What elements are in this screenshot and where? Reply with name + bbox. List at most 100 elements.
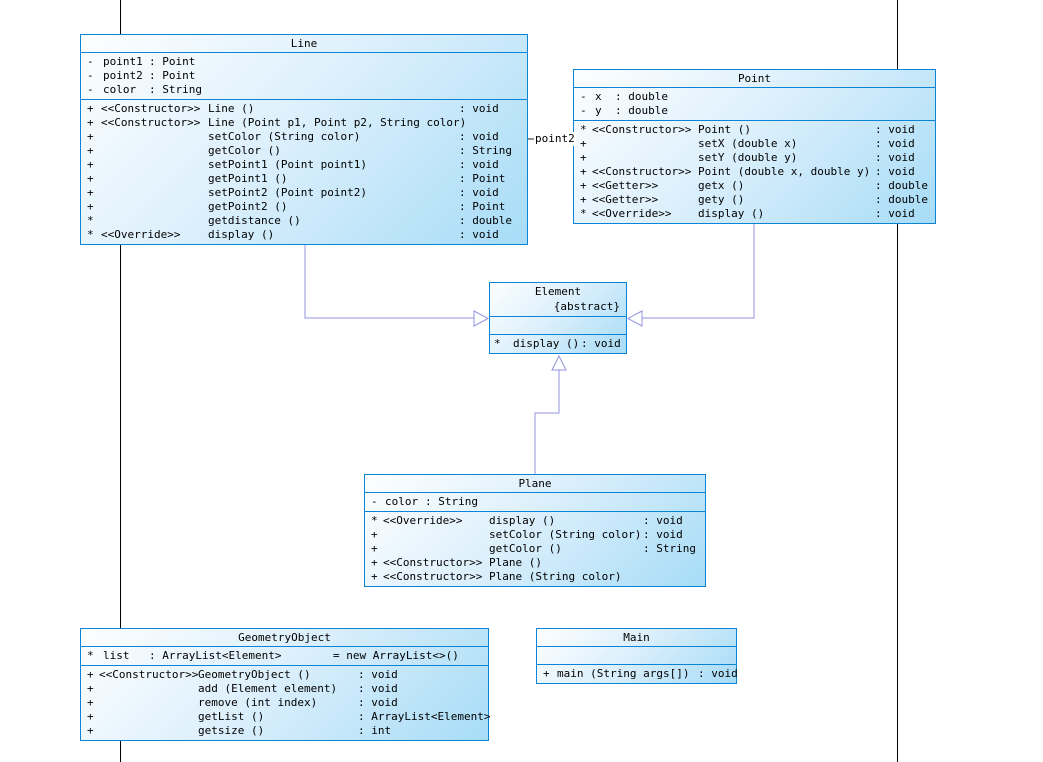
generalization-line-point-element (642, 219, 755, 319)
method-row: +main (String args[]): void (537, 667, 738, 681)
method-vis: + (87, 696, 94, 709)
method-ret: : String (643, 542, 696, 555)
attributes-section: *list: ArrayList<Element>= new ArrayList… (81, 647, 488, 666)
method-ret: : int (358, 724, 392, 737)
method-stereo (383, 528, 489, 542)
attribute-row: -color: String (81, 83, 527, 97)
method-name: display () (489, 514, 556, 527)
method-stereo (99, 724, 198, 738)
method-name: Plane (String color) (489, 570, 622, 583)
method-ret: : void (459, 130, 499, 143)
class-box-line[interactable]: Line -point1: Point-point2: Point-color:… (80, 34, 528, 245)
method-vis: * (580, 207, 587, 220)
method-vis: + (580, 137, 587, 150)
attr-vis: - (580, 90, 587, 103)
methods-section: +<<Constructor>>GeometryObject (): void+… (81, 666, 490, 740)
method-stereo (101, 186, 208, 200)
method-row: +getList (): ArrayList<Element> (81, 710, 490, 724)
method-vis: + (87, 668, 94, 681)
method-row: +getColor (): String (365, 542, 705, 556)
method-ret: : double (459, 214, 512, 227)
method-row: +setPoint2 (Point point2): void (81, 186, 527, 200)
association-role-label: point2 (534, 132, 576, 146)
method-stereo: <<Override>> (592, 207, 672, 220)
method-ret: : void (581, 337, 621, 350)
method-name: getdistance () (208, 214, 301, 227)
method-vis: + (87, 172, 94, 185)
method-ret: : void (358, 696, 398, 709)
method-name: getPoint1 () (208, 172, 288, 185)
method-row: *display (): void (490, 337, 626, 351)
method-row: +setPoint1 (Point point1): void (81, 158, 527, 172)
method-name: Point (double x, double y) (698, 165, 871, 178)
method-stereo: <<Constructor>> (99, 668, 199, 681)
method-vis: + (371, 528, 378, 541)
attr-name: x (595, 90, 602, 103)
methods-section: *<<Constructor>>Point (): void+setX (dou… (574, 121, 935, 223)
method-ret: : double (875, 193, 928, 206)
class-title: Point (574, 70, 935, 88)
attr-vis: * (87, 649, 94, 662)
attr-name: y (595, 104, 602, 117)
method-stereo (101, 144, 208, 158)
method-stereo (101, 130, 208, 144)
class-box-element[interactable]: Element {abstract} *display (): void (489, 282, 627, 354)
method-vis: + (543, 667, 550, 680)
method-name: setY (double y) (698, 151, 798, 164)
method-vis: * (87, 228, 94, 241)
method-vis: + (580, 179, 587, 192)
method-stereo: <<Constructor>> (101, 102, 201, 115)
method-stereo (592, 137, 698, 151)
method-name: setColor (String color) (208, 130, 361, 143)
class-box-main[interactable]: Main +main (String args[]): void (536, 628, 738, 684)
class-box-geometryobject[interactable]: GeometryObject *list: ArrayList<Element>… (80, 628, 490, 741)
attr-type: : double (615, 90, 668, 103)
method-row: +<<Constructor>>Point (double x, double … (574, 165, 935, 179)
method-ret: : void (875, 207, 915, 220)
attr-name: point1 (103, 55, 143, 68)
attr-init: = new ArrayList<>() (333, 649, 459, 662)
method-row: +<<Constructor>>GeometryObject (): void (81, 668, 488, 682)
method-vis: + (87, 158, 94, 171)
method-ret: : void (643, 528, 683, 541)
attr-init (195, 55, 527, 69)
method-name: GeometryObject () (198, 668, 311, 681)
method-vis: + (87, 116, 94, 129)
method-name: setColor (String color) (489, 528, 642, 541)
method-vis: + (87, 682, 94, 695)
method-name: display () (208, 228, 275, 241)
method-vis: + (87, 144, 94, 157)
generalization-arrowhead-point (626, 310, 643, 327)
method-row: +setX (double x): void (574, 137, 935, 151)
method-stereo: <<Constructor>> (592, 123, 692, 136)
attribute-row: -y: double (574, 104, 935, 118)
method-row: +<<Constructor>>Line (): void (81, 102, 527, 116)
method-vis: + (371, 570, 378, 583)
attribute-row: -point2: Point (81, 69, 527, 83)
method-row: *<<Override>>display (): void (574, 207, 935, 221)
method-name: getColor () (489, 542, 562, 555)
method-vis: + (87, 186, 94, 199)
method-stereo (383, 542, 489, 556)
class-box-plane[interactable]: Plane -color: String *<<Override>>displa… (364, 474, 706, 587)
method-ret: : void (875, 151, 915, 164)
attr-type: : Point (149, 55, 196, 68)
method-stereo: <<Constructor>> (383, 570, 483, 583)
attr-init (202, 83, 527, 97)
method-name: Plane () (489, 556, 542, 569)
method-stereo: <<Getter>> (592, 193, 659, 206)
method-vis: + (580, 193, 587, 206)
method-stereo (101, 158, 208, 172)
attr-init (668, 90, 935, 104)
method-ret (459, 116, 527, 130)
method-row: + <<Constructor>> Plane (String color) (365, 570, 705, 584)
methods-section: +main (String args[]): void (537, 665, 738, 683)
method-vis: + (580, 151, 587, 164)
method-ret: : void (459, 186, 499, 199)
class-title: GeometryObject (81, 629, 488, 647)
method-row: +<<Constructor>>Plane () (365, 556, 705, 570)
class-box-point[interactable]: Point -x: double-y: double *<<Constructo… (573, 69, 936, 224)
attribute-row: *list: ArrayList<Element>= new ArrayList… (81, 649, 488, 663)
attr-type: : Point (149, 69, 196, 82)
method-stereo: <<Override>> (101, 228, 181, 241)
